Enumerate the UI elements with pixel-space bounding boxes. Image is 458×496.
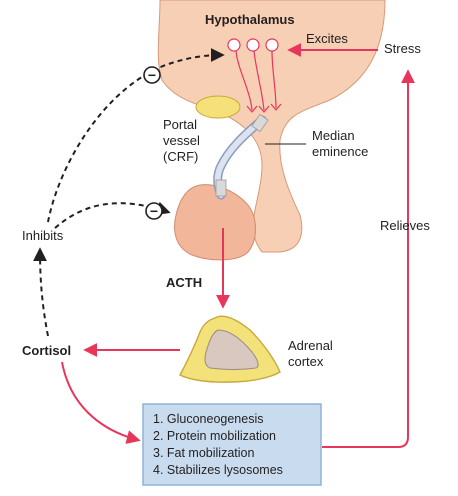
- inhibit-minus-hypothalamus: −: [143, 66, 161, 84]
- anterior-pituitary: [174, 184, 256, 261]
- effect-item: 2. Protein mobilization: [153, 429, 276, 443]
- effect-item: 4. Stabilizes lysosomes: [153, 463, 283, 477]
- minus-symbol: −: [150, 203, 158, 219]
- inhibits-label: Inhibits: [22, 228, 64, 243]
- acth-label: ACTH: [166, 275, 202, 290]
- cortisol-effects-box: 1. Gluconeogenesis 2. Protein mobilizati…: [142, 403, 322, 486]
- minus-symbol: −: [148, 67, 156, 83]
- optic-chiasm: [195, 95, 241, 119]
- portal-vessel-label-2: vessel: [163, 133, 200, 148]
- relieves-arrow: [322, 69, 415, 448]
- stress-label: Stress: [384, 41, 421, 56]
- inhibit-pituitary-arrow: [54, 201, 171, 229]
- hypothalamus-label: Hypothalamus: [205, 12, 295, 27]
- portal-vessel-label-1: Portal: [163, 117, 197, 132]
- portal-vessel-top-cap: [251, 113, 269, 133]
- median-eminence-label-2: eminence: [312, 144, 368, 159]
- hypothalamus-tissue: [157, 0, 386, 253]
- median-eminence-label-1: Median: [312, 128, 355, 143]
- cortisol-to-effects-arrow: [61, 361, 141, 444]
- cortisol-label: Cortisol: [22, 343, 71, 358]
- portal-vessel-bottom-cap: [215, 179, 227, 197]
- hypothalamic-neurons: [227, 38, 282, 113]
- portal-vessel-label-3: (CRF): [163, 149, 198, 164]
- cortisol-inhibits-arrow: [33, 247, 49, 337]
- inhibit-minus-pituitary: −: [145, 202, 163, 220]
- excites-label: Excites: [306, 31, 348, 46]
- adrenal-cortex-label-2: cortex: [288, 354, 324, 369]
- effect-item: 3. Fat mobilization: [153, 446, 254, 460]
- adrenal-medulla: [204, 329, 259, 370]
- inhibit-hypothalamus-arrow: [47, 48, 225, 223]
- relieves-label: Relieves: [380, 218, 430, 233]
- adrenal-cortex-label-1: Adrenal: [288, 338, 333, 353]
- effect-item: 1. Gluconeogenesis: [153, 412, 264, 426]
